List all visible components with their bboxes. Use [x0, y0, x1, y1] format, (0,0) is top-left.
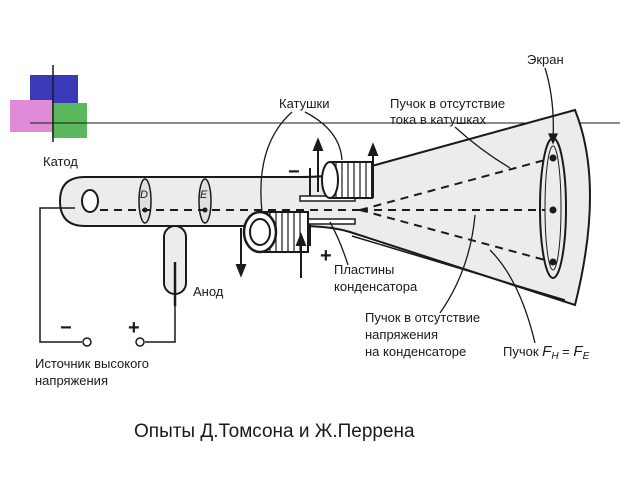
cathode-wire — [39, 207, 82, 343]
leader-screen — [544, 67, 554, 141]
equals-sign: = — [559, 344, 574, 359]
label-cathode: Катод — [43, 154, 78, 169]
sign-plate-plus: + — [320, 245, 332, 267]
leader-coils-left — [260, 111, 293, 213]
sign-source-plus: + — [128, 317, 140, 339]
green-square — [52, 103, 87, 138]
upper-coil — [321, 161, 373, 199]
label-screen: Экран — [527, 52, 564, 67]
sign-source-minus: − — [60, 317, 72, 339]
tube-inner-wall — [351, 235, 566, 301]
labels: Экран Катушки Пучок в отсутствие тока в … — [35, 52, 590, 388]
leader-lines — [260, 67, 559, 344]
decorative-squares — [10, 65, 620, 142]
label-anode: Анод — [193, 284, 224, 299]
arrow-up-icon-3 — [295, 232, 307, 246]
electron-beams — [100, 159, 546, 261]
positive-terminal — [135, 337, 145, 347]
label-beam-no-voltage-2: напряжения — [365, 327, 438, 342]
force-h-subscript: H — [551, 351, 559, 362]
label-beam-no-voltage-3: на конденсаторе — [365, 344, 466, 359]
screen-spot-middle — [549, 206, 557, 214]
label-beam-balanced: Пучок FH = FE — [503, 343, 590, 362]
leader-coils-right — [304, 111, 343, 161]
arrow-down-icon — [235, 264, 247, 278]
high-voltage-circuit — [39, 207, 176, 347]
cathode-ray-tube — [58, 108, 591, 307]
balanced-prefix: Пучок — [503, 344, 542, 359]
screen-spot-bottom — [549, 258, 557, 266]
label-diaphragm-d: D — [140, 189, 148, 201]
leader-beam-no-current — [454, 126, 511, 169]
label-source-2: напряжения — [35, 373, 108, 388]
anode-wire — [145, 306, 176, 343]
force-e-symbol: F — [573, 343, 583, 360]
leader-screen-arrow-icon — [547, 133, 559, 145]
label-source-1: Источник высокого — [35, 356, 149, 371]
upper-coil-windings — [335, 162, 367, 198]
screen-spot-top — [549, 154, 557, 162]
arrow-up-icon-2 — [367, 142, 379, 156]
force-e-subscript: E — [583, 351, 590, 362]
negative-terminal — [82, 337, 92, 347]
label-beam-no-current-2: тока в катушках — [390, 112, 487, 127]
label-coils: Катушки — [279, 96, 330, 111]
leader-beam-no-voltage — [439, 214, 476, 314]
cathode-electrode — [81, 189, 99, 213]
diaphragm-e — [198, 178, 212, 224]
figure-caption: Опыты Д.Томсона и Ж.Перрена — [134, 421, 415, 442]
beam-up — [359, 159, 546, 211]
pink-square — [10, 100, 52, 132]
leader-beam-balanced — [489, 249, 536, 344]
upper-coil-end — [321, 161, 339, 199]
label-plates-2: конденсатора — [334, 279, 418, 294]
label-plates-1: Пластины — [334, 262, 394, 277]
lower-coil-core — [249, 218, 271, 246]
label-diaphragm-e: E — [200, 189, 208, 201]
sign-plate-minus: − — [288, 161, 300, 183]
beam-down — [359, 209, 546, 261]
label-beam-no-voltage-1: Пучок в отсутствие — [365, 310, 480, 325]
screen-inner — [544, 145, 562, 271]
current-arrows — [235, 137, 379, 278]
label-beam-no-current-1: Пучок в отсутствие — [390, 96, 505, 111]
force-h-symbol: F — [542, 343, 552, 360]
diaphragm-d — [138, 178, 152, 224]
leader-plates — [329, 221, 349, 266]
arrow-up-icon — [312, 137, 324, 151]
